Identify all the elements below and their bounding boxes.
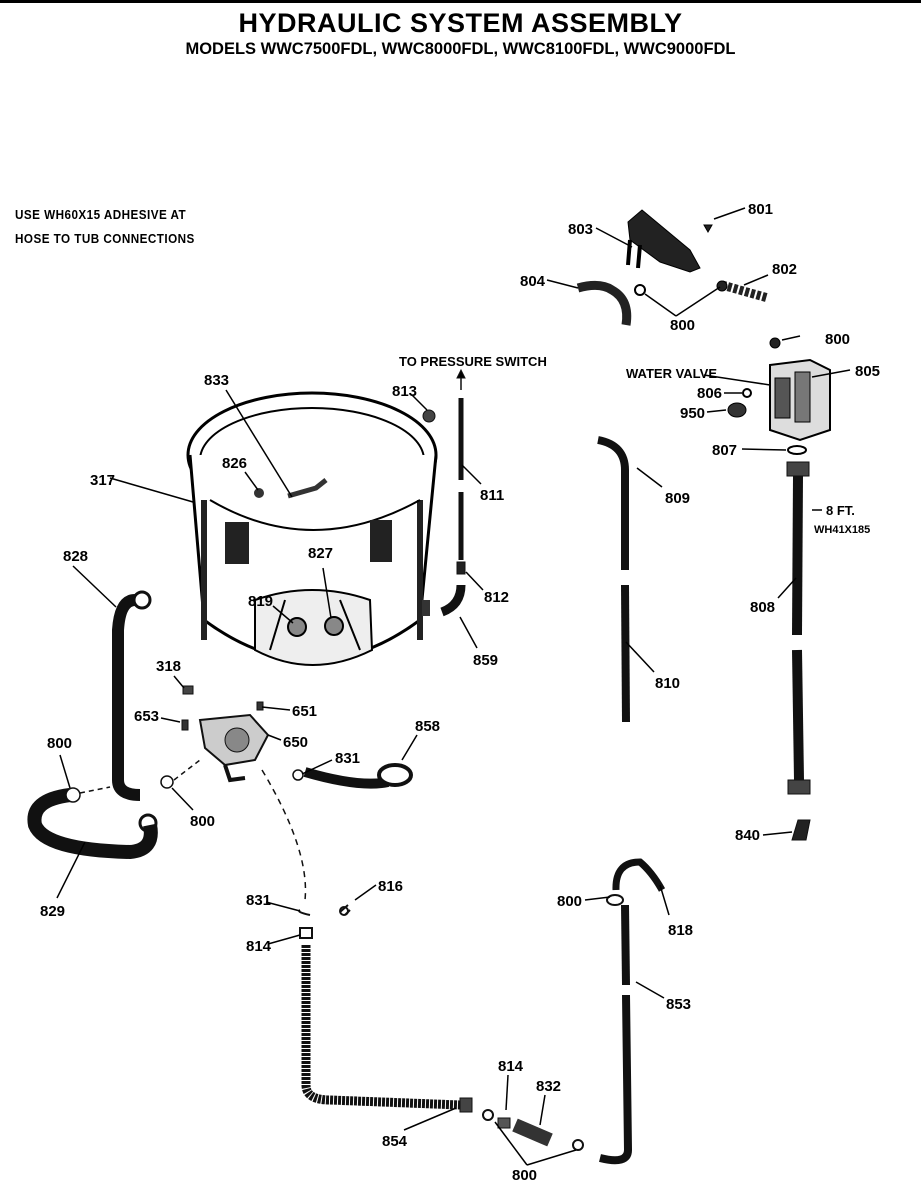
- pressure-switch-label: TO PRESSURE SWITCH: [399, 354, 547, 369]
- part-812: 812: [484, 589, 509, 606]
- adhesive-note-line-1: USE WH60X15 ADHESIVE AT: [15, 207, 187, 222]
- part-829: 829: [40, 903, 65, 920]
- part-807: 807: [712, 442, 737, 459]
- part-818: 818: [668, 922, 693, 939]
- tub-assembly: [186, 391, 438, 666]
- part-653: 653: [134, 708, 159, 725]
- water-valve-assembly: [727, 337, 831, 455]
- part-318: 318: [156, 658, 181, 675]
- part-803: 803: [568, 221, 593, 238]
- water-valve-label: WATER VALVE: [626, 366, 717, 381]
- part-832: 832: [536, 1078, 561, 1095]
- part-828: 828: [63, 548, 88, 565]
- part-805: 805: [855, 363, 880, 380]
- part-858: 858: [415, 718, 440, 735]
- hose-length-label: 8 FT.: [826, 503, 855, 518]
- part-814-upper: 814: [246, 938, 272, 955]
- part-853: 853: [666, 996, 691, 1013]
- part-826: 826: [222, 455, 247, 472]
- part-809: 809: [665, 490, 690, 507]
- hoses: [422, 368, 811, 841]
- part-827: 827: [308, 545, 333, 562]
- part-859: 859: [473, 652, 498, 669]
- hose-part-label: WH41X185: [814, 524, 870, 536]
- part-800-drain-bottom: 800: [512, 1167, 537, 1184]
- drain-hose-assembly: [298, 858, 666, 1165]
- part-802: 802: [772, 261, 797, 278]
- part-816: 816: [378, 878, 403, 895]
- top-right-parts: [576, 209, 770, 326]
- part-650: 650: [283, 734, 308, 751]
- part-801: 801: [748, 201, 773, 218]
- leader-lines: [56, 207, 851, 1166]
- part-808: 808: [750, 599, 775, 616]
- page-title: HYDRAULIC SYSTEM ASSEMBLY: [238, 8, 683, 38]
- part-819: 819: [248, 593, 273, 610]
- pump-and-drain-hoses: [27, 590, 413, 901]
- part-800-valve-inlet: 800: [670, 317, 695, 334]
- part-813: 813: [392, 383, 417, 400]
- adhesive-note: USE WH60X15 ADHESIVE AT HOSE TO TUB CONN…: [15, 203, 195, 251]
- top-border: [0, 0, 921, 3]
- part-800-pump-right: 800: [190, 813, 215, 830]
- part-800-valve-top: 800: [825, 331, 850, 348]
- part-854: 854: [382, 1133, 408, 1150]
- part-651: 651: [292, 703, 317, 720]
- part-804: 804: [520, 273, 546, 290]
- part-950: 950: [680, 405, 705, 422]
- part-814-lower: 814: [498, 1058, 524, 1075]
- part-833: 833: [204, 372, 229, 389]
- part-831-clamp: 831: [246, 892, 271, 909]
- part-831-pump: 831: [335, 750, 360, 767]
- part-806: 806: [697, 385, 722, 402]
- part-810: 810: [655, 675, 680, 692]
- part-800-pump-left: 800: [47, 735, 72, 752]
- part-800-drain-top: 800: [557, 893, 582, 910]
- part-labels: TO PRESSURE SWITCH WATER VALVE 8 FT. WH4…: [40, 201, 880, 1184]
- part-317: 317: [90, 472, 115, 489]
- part-840: 840: [735, 827, 760, 844]
- page-subtitle: MODELS WWC7500FDL, WWC8000FDL, WWC8100FD…: [185, 40, 736, 58]
- adhesive-note-line-2: HOSE TO TUB CONNECTIONS: [15, 231, 195, 246]
- part-811: 811: [480, 487, 504, 504]
